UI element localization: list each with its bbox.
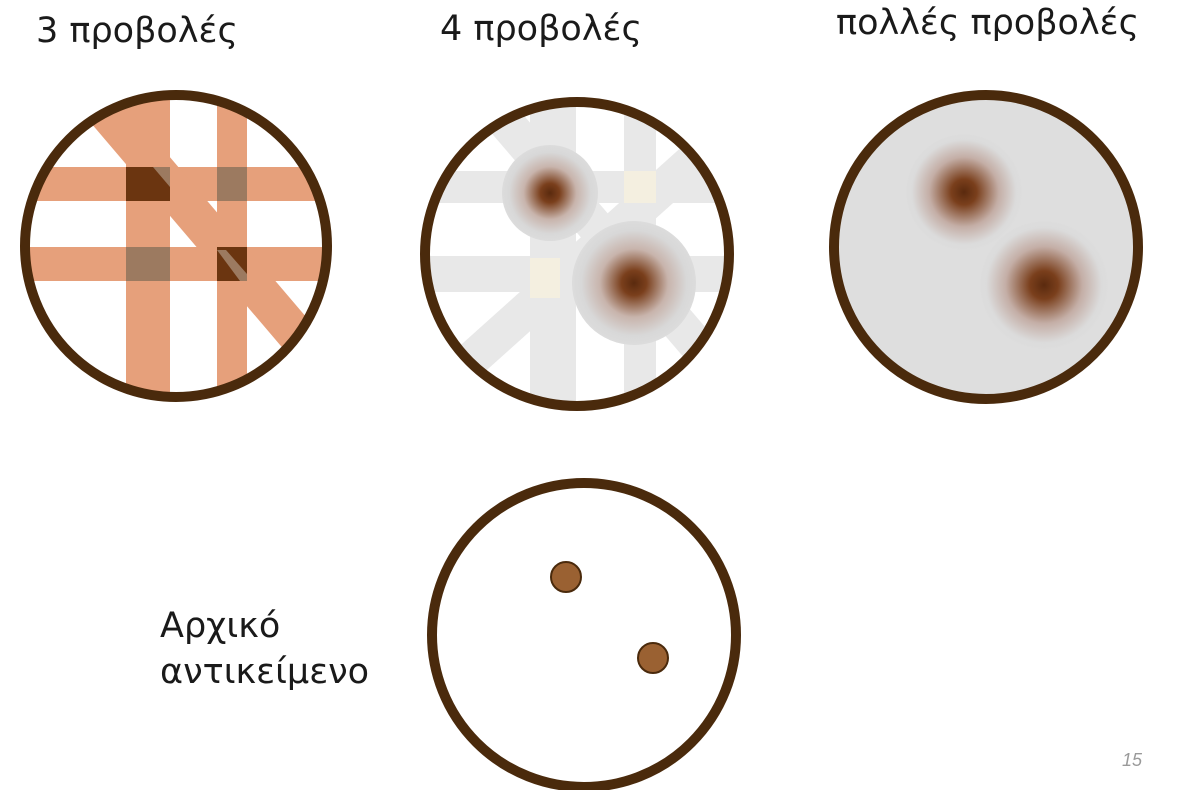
reconstruction-many-projections — [829, 90, 1143, 404]
reconstruction-3-projections — [20, 90, 332, 402]
label-original-object: Αρχικό αντικείμενο — [160, 603, 369, 695]
faded-projection-bands — [425, 102, 729, 406]
reconstructed-spot — [502, 145, 598, 241]
object-outline-circle — [20, 90, 332, 402]
overlap-faint — [624, 171, 656, 203]
label-original-object-line2: αντικείμενο — [160, 652, 370, 692]
projection-bands — [25, 95, 327, 397]
object-dot — [637, 642, 669, 674]
original-object — [427, 478, 741, 790]
page-number: 15 — [1122, 750, 1143, 770]
overlap-faint — [530, 258, 560, 298]
overlap-light-stripe — [217, 250, 247, 281]
reconstructed-spot — [906, 134, 1022, 250]
reconstructed-spot — [572, 221, 696, 345]
overlap-mid — [126, 247, 170, 281]
label-3-projections: 3 προβολές — [36, 11, 239, 51]
label-original-object-line1: Αρχικό — [160, 606, 281, 646]
reconstructed-spot — [980, 221, 1108, 349]
label-many-projections: πολλές προβολές — [836, 3, 1140, 43]
object-dot — [550, 561, 582, 593]
object-outline-circle — [829, 90, 1143, 404]
diagonal-band — [83, 95, 327, 385]
overlap-light-stripe — [153, 167, 170, 187]
object-outline-circle — [427, 478, 741, 790]
horizontal-band — [25, 247, 327, 281]
label-4-projections: 4 προβολές — [440, 9, 643, 49]
object-outline-circle — [420, 97, 734, 411]
overlap-mid — [217, 167, 247, 201]
reconstruction-4-projections — [420, 97, 734, 411]
